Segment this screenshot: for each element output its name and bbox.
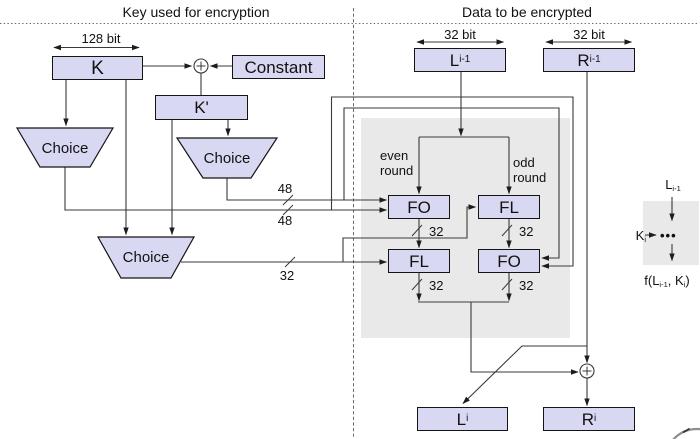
- bus-32-label: 32: [279, 268, 295, 283]
- round-function-panel: [361, 118, 570, 338]
- r-width-label: 32 bit: [573, 27, 605, 42]
- left-section-title: Key used for encryption: [122, 4, 270, 20]
- bus-slash-marks: [282, 194, 513, 291]
- wrap-48-outer-line: [330, 96, 574, 269]
- fl-top-key-branch-line: [342, 204, 477, 262]
- wrap-48-inner-line: [343, 107, 560, 261]
- section-divider-lines: [0, 8, 697, 439]
- mini-input-label: Li-1: [665, 177, 681, 194]
- l-width-label: 32 bit: [444, 27, 476, 42]
- bus-48-bottom-label: 48: [277, 213, 293, 228]
- choice1-label: Choice: [41, 140, 89, 157]
- bus-48-top-label: 48: [277, 181, 293, 196]
- choice1-to-fo-48-line: [64, 167, 388, 213]
- mini-output-label: f(Li-1, Ki): [644, 273, 690, 290]
- f-function-mini-wires: [645, 197, 675, 262]
- r-to-l-swap-line: [462, 345, 587, 404]
- fo-bottom-out-width-label: 32: [519, 278, 534, 293]
- bit-width-arrows: [53, 39, 633, 51]
- fo-bottom-box: FO: [478, 249, 540, 273]
- key-schedule-wires: [63, 63, 574, 269]
- fo-top-out-width-label: 32: [429, 224, 444, 239]
- choice3-shape: [96, 236, 196, 279]
- odd-round-label: odd round: [513, 155, 547, 186]
- xor-constant-icon: [193, 58, 209, 74]
- fl-top-out-width-label: 32: [519, 224, 534, 239]
- fl-top-box: FL: [478, 195, 540, 219]
- choice2-label: Choice: [203, 150, 251, 167]
- fl-bottom-out-width-label: 32: [429, 278, 444, 293]
- key-width-label: 128 bit: [81, 31, 121, 46]
- choice3-label: Choice: [122, 249, 170, 266]
- right-section-title: Data to be encrypted: [462, 4, 592, 20]
- even-round-label: even round: [380, 148, 414, 179]
- corner-logo-fragment: [672, 427, 700, 439]
- choice-trapezoids: [15, 127, 279, 279]
- constant-box: Constant: [232, 55, 325, 79]
- f-output-to-xor-line: [470, 302, 579, 375]
- k-prime-box: K': [155, 95, 248, 120]
- choice1-shape: [15, 127, 115, 168]
- choice2-to-fo-48-line: [226, 178, 388, 203]
- feistel-wires: [416, 72, 590, 407]
- fl-bottom-box: FL: [388, 249, 450, 273]
- mini-dots-label: •••: [660, 228, 677, 243]
- mini-key-label: Ki: [635, 228, 646, 245]
- fo-top-box: FO: [388, 195, 450, 219]
- key-box: K: [52, 56, 143, 80]
- choice2-shape: [175, 137, 279, 179]
- xor-feistel-icon: [579, 363, 595, 379]
